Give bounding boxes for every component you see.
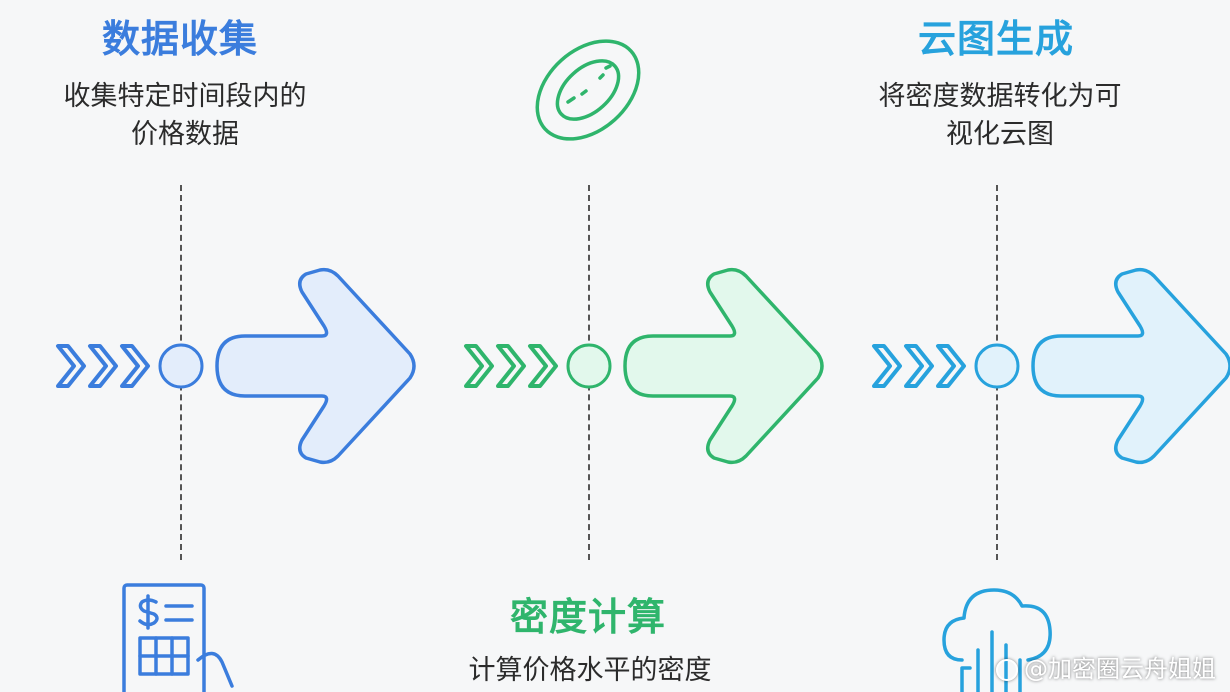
watermark-text: @加密圈云舟姐姐: [1024, 655, 1216, 683]
step-3-desc-line-2: 视化云图: [946, 119, 1054, 150]
step-2-node: [566, 343, 612, 389]
step-2-desc-line-1: 计算价格水平的密度: [468, 655, 712, 686]
cloud-chart-icon: [942, 588, 1052, 692]
step-1-desc-line-2: 价格数据: [131, 119, 239, 150]
step-1-title: 数据收集: [102, 17, 259, 61]
step-3-title: 云图生成: [918, 17, 1075, 61]
step-3-big-arrow: [1031, 267, 1230, 465]
step-1-node: [158, 343, 204, 389]
step-3-chevrons: [872, 344, 966, 388]
step-2-title: 密度计算: [510, 595, 667, 639]
step-3-desc: 将密度数据转化为可 视化云图: [850, 78, 1150, 154]
step-1-chevrons: [56, 344, 150, 388]
oval-density-icon: [535, 39, 641, 141]
step-2-chevrons: [464, 344, 558, 388]
step-2-desc: 计算价格水平的密度: [430, 652, 750, 690]
step-1-desc-line-1: 收集特定时间段内的: [63, 81, 307, 112]
watermark: @加密圈云舟姐姐: [996, 649, 1216, 684]
step-1-big-arrow: [215, 267, 416, 465]
step-1-desc: 收集特定时间段内的 价格数据: [30, 78, 340, 154]
watermark-logo-icon: [996, 659, 1018, 681]
step-3-desc-line-1: 将密度数据转化为可: [878, 81, 1122, 112]
receipt-dollar-icon: [122, 583, 234, 692]
step-2-big-arrow: [623, 267, 824, 465]
step-3-node: [974, 343, 1020, 389]
